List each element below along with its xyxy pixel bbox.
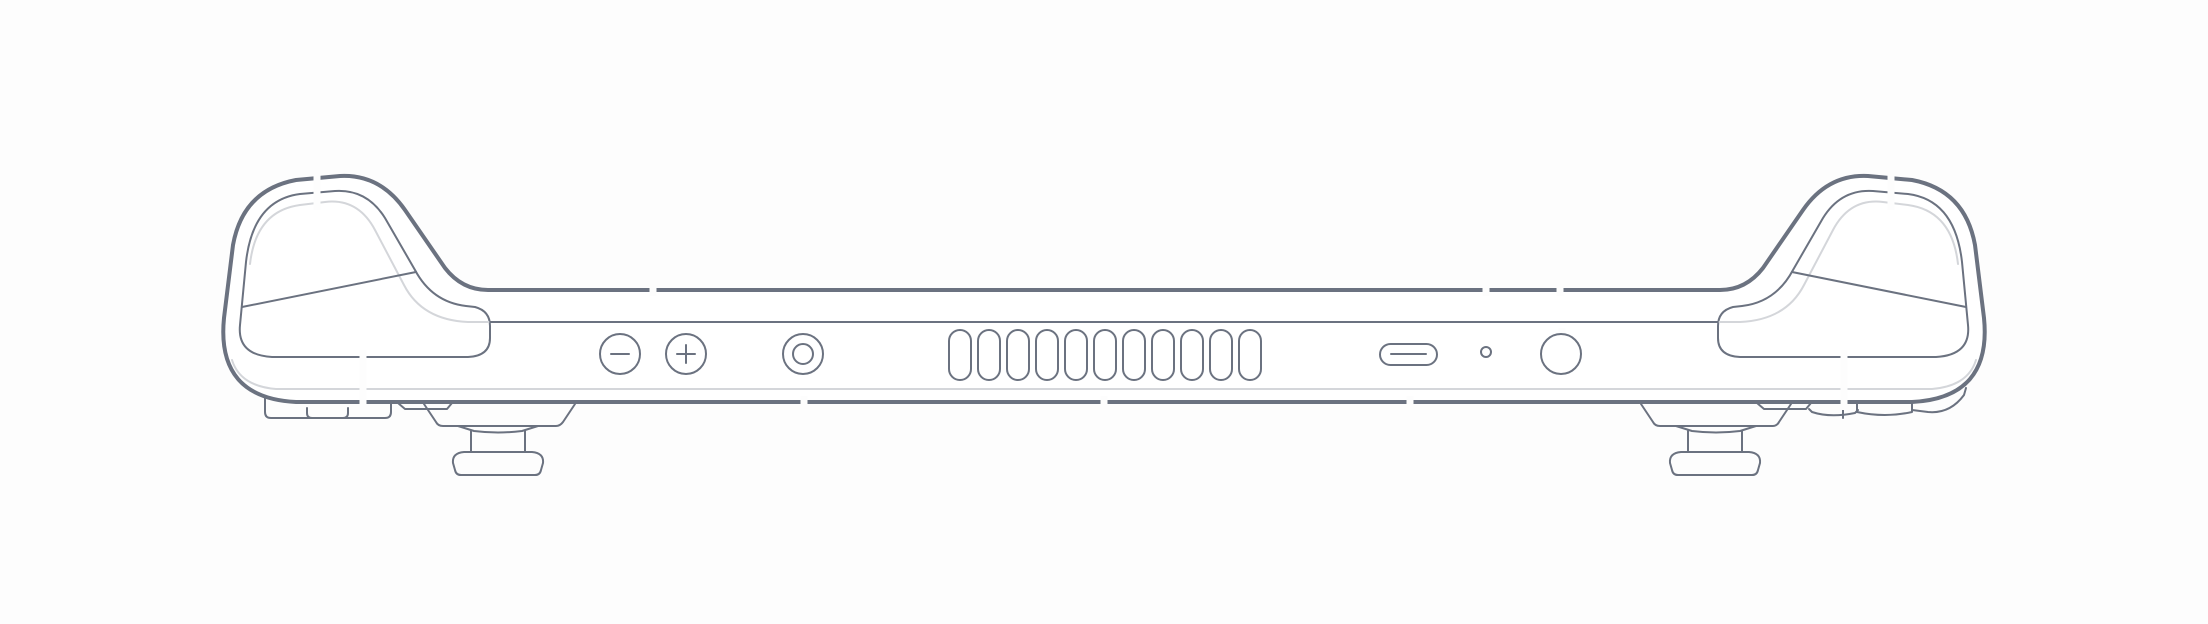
plus-button-icon	[665, 333, 707, 375]
vent-slot	[1209, 329, 1233, 381]
headphone-jack-icon	[782, 333, 824, 375]
exhaust-vent	[948, 329, 1262, 381]
vent-slot	[1006, 329, 1030, 381]
minus-button-icon	[599, 333, 641, 375]
vent-slot	[1151, 329, 1175, 381]
vent-slot	[948, 329, 972, 381]
vent-slot	[1064, 329, 1088, 381]
power-button-icon	[1540, 333, 1582, 375]
vent-slot	[1180, 329, 1204, 381]
right-trigger	[1640, 403, 1792, 476]
left-trigger	[423, 403, 576, 476]
vent-slot	[1122, 329, 1146, 381]
left-shoulder-bumper	[264, 397, 453, 419]
device-body	[221, 173, 1987, 410]
usb-c-port-icon	[1379, 343, 1438, 366]
vent-slot	[1238, 329, 1262, 381]
vent-slot	[1035, 329, 1059, 381]
vent-slot	[977, 329, 1001, 381]
microphone-hole-icon	[1480, 346, 1492, 358]
vent-slot	[1093, 329, 1117, 381]
